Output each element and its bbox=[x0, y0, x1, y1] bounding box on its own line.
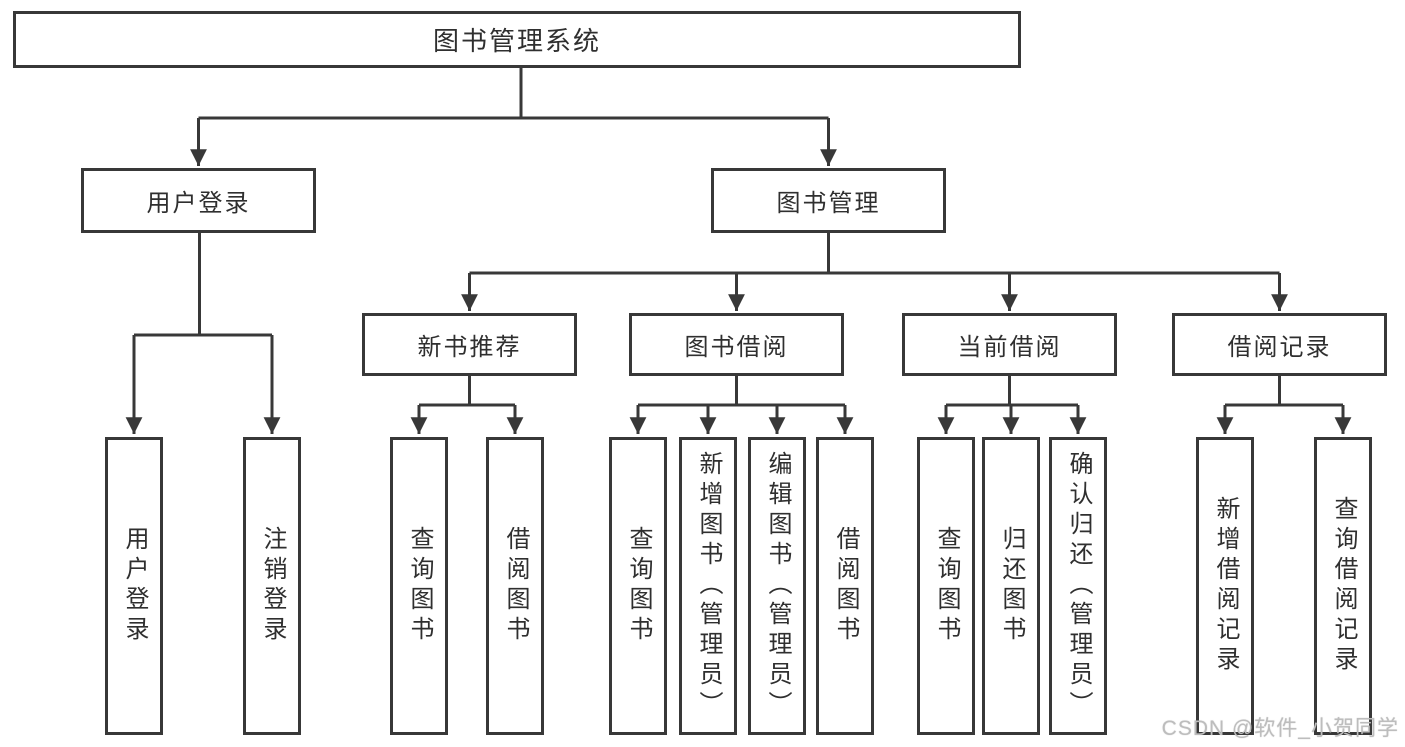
node-label: 归还图书 bbox=[998, 526, 1025, 646]
node-label: 借阅图书 bbox=[832, 526, 859, 646]
node-label: 图书管理系统 bbox=[432, 26, 601, 56]
node-label: 确认归还（管理员） bbox=[1065, 451, 1092, 721]
node-user-login: 用户登录 bbox=[81, 168, 316, 233]
node-label: 用户登录 bbox=[146, 190, 251, 217]
node-borrowing-records: 借阅记录 bbox=[1172, 313, 1387, 376]
leaf-return-books: 归还图书 bbox=[982, 437, 1040, 735]
node-label: 图书借阅 bbox=[684, 334, 789, 361]
leaf-user-login: 用户登录 bbox=[105, 437, 163, 735]
node-label: 查询借阅记录 bbox=[1330, 496, 1357, 676]
leaf-query-books-borrow: 查询图书 bbox=[609, 437, 667, 735]
node-label: 新增借阅记录 bbox=[1212, 496, 1239, 676]
leaf-add-books-admin: 新增图书（管理员） bbox=[679, 437, 737, 735]
leaf-borrow-books-rec: 借阅图书 bbox=[486, 437, 544, 735]
node-library-management-system: 图书管理系统 bbox=[13, 11, 1021, 68]
node-label: 当前借阅 bbox=[957, 334, 1062, 361]
node-label: 查询图书 bbox=[406, 526, 433, 646]
node-label: 查询图书 bbox=[625, 526, 652, 646]
leaf-confirm-return-admin: 确认归还（管理员） bbox=[1049, 437, 1107, 735]
node-new-book-recommendation: 新书推荐 bbox=[362, 313, 577, 376]
node-label: 用户登录 bbox=[121, 526, 148, 646]
leaf-logout: 注销登录 bbox=[243, 437, 301, 735]
node-label: 查询图书 bbox=[933, 526, 960, 646]
leaf-query-books-rec: 查询图书 bbox=[390, 437, 448, 735]
leaf-query-books-current: 查询图书 bbox=[917, 437, 975, 735]
node-current-borrowing: 当前借阅 bbox=[902, 313, 1117, 376]
leaf-query-borrow-record: 查询借阅记录 bbox=[1314, 437, 1372, 735]
node-label: 新书推荐 bbox=[417, 334, 522, 361]
leaf-edit-books-admin: 编辑图书（管理员） bbox=[748, 437, 806, 735]
node-label: 注销登录 bbox=[259, 526, 286, 646]
node-book-management: 图书管理 bbox=[711, 168, 946, 233]
leaf-borrow-books: 借阅图书 bbox=[816, 437, 874, 735]
leaf-add-borrow-record: 新增借阅记录 bbox=[1196, 437, 1254, 735]
node-label: 图书管理 bbox=[776, 190, 881, 217]
csdn-watermark: CSDN @软件_小贺同学 bbox=[1161, 717, 1399, 740]
node-label: 借阅图书 bbox=[502, 526, 529, 646]
node-label: 借阅记录 bbox=[1227, 334, 1332, 361]
node-label: 编辑图书（管理员） bbox=[764, 451, 791, 721]
node-label: 新增图书（管理员） bbox=[695, 451, 722, 721]
node-book-borrowing: 图书借阅 bbox=[629, 313, 844, 376]
